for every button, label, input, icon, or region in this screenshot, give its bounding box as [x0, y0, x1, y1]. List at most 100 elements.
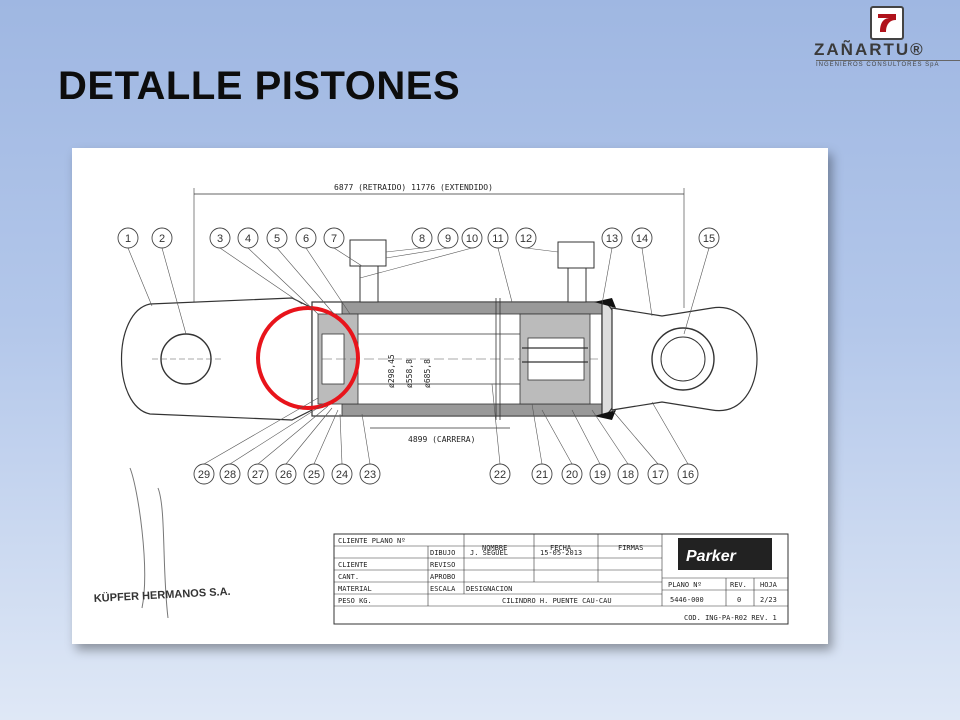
- tb-cliente-plano: CLIENTE PLANO Nº: [338, 537, 405, 545]
- tb-header-nombre: NOMBRE: [482, 544, 507, 552]
- tb-header-fecha: FECHA: [550, 544, 572, 552]
- balloon-circle: [237, 227, 259, 249]
- balloon-leader: [313, 409, 339, 465]
- balloon-circle: [487, 227, 509, 249]
- balloon-label: 5: [274, 233, 280, 245]
- tb-header-firmas: FIRMAS: [618, 544, 643, 552]
- balloon-leader: [497, 247, 513, 303]
- balloon-label: 29: [198, 469, 210, 481]
- balloon-leader: [257, 405, 329, 465]
- balloon-circle: [323, 227, 345, 249]
- balloon-circle: [698, 227, 720, 249]
- balloon-leader: [276, 247, 335, 315]
- balloon-circle: [437, 227, 459, 249]
- balloon-circle: [151, 227, 173, 249]
- balloon-circle: [489, 463, 511, 485]
- balloon-circle: [359, 463, 381, 485]
- balloon-label: 13: [606, 233, 618, 245]
- balloon-label: 28: [224, 469, 236, 481]
- balloon-label: 11: [492, 233, 503, 245]
- balloon-leader: [127, 247, 153, 307]
- tb-designacion-label: DESIGNACION: [466, 585, 512, 593]
- balloon-leader: [247, 247, 319, 315]
- highlight-circle: [256, 306, 360, 410]
- balloon-circle: [515, 227, 537, 249]
- balloon-circle: [295, 227, 317, 249]
- balloon-label: 3: [217, 233, 223, 245]
- balloon-label: 16: [682, 469, 694, 481]
- balloon-label: 23: [364, 469, 376, 481]
- tb-cod: COD. ING-PA-R02 REV. 1: [684, 614, 777, 622]
- balloon-circle: [331, 463, 353, 485]
- tb-hoja-label: HOJA: [760, 581, 778, 589]
- balloon-leader: [359, 247, 473, 279]
- balloon-leader: [385, 247, 423, 253]
- balloon-label: 2: [159, 233, 165, 245]
- logo-tagline: INGENIEROS CONSULTORES SpA: [816, 60, 960, 68]
- tb-dibujo-fecha: 15-05-2013: [540, 549, 582, 557]
- diameter-label-1: ø298,45: [387, 354, 396, 388]
- balloon-circle: [266, 227, 288, 249]
- signature-text: KÜPFER HERMANOS S.A.: [93, 585, 230, 605]
- balloon-leader: [591, 409, 629, 465]
- balloon-circle: [303, 463, 325, 485]
- tb-material-label: MATERIAL: [338, 585, 372, 593]
- balloon-circle: [561, 463, 583, 485]
- balloon-label: 18: [622, 469, 634, 481]
- balloon-leader: [203, 397, 319, 465]
- balloon-leader: [491, 383, 501, 465]
- balloon-circle: [531, 463, 553, 485]
- tb-aprobo-label: APROBO: [430, 573, 455, 581]
- balloon-leader: [385, 247, 449, 259]
- balloon-label: 12: [520, 233, 532, 245]
- balloon-leader: [525, 247, 559, 253]
- balloon-circle: [275, 463, 297, 485]
- company-logo: ZAÑARTU® INGENIEROS CONSULTORES SpA: [812, 4, 960, 70]
- balloon-leader: [641, 247, 653, 317]
- balloon-circle: [589, 463, 611, 485]
- balloon-label: 15: [703, 233, 715, 245]
- logo-mark-icon: [870, 6, 904, 40]
- balloon-circle: [209, 227, 231, 249]
- tb-cliente-label: CLIENTE: [338, 561, 368, 569]
- balloon-leader: [285, 407, 333, 465]
- balloon-circle: [193, 463, 215, 485]
- balloon-label: 17: [652, 469, 664, 481]
- balloon-leader: [161, 247, 187, 335]
- balloon-label: 24: [336, 469, 348, 481]
- balloon-label: 6: [303, 233, 309, 245]
- slide-title: DETALLE PISTONES: [58, 64, 461, 108]
- diameter-label-2: ø558,8: [405, 359, 414, 388]
- tb-dibujo-label: DIBUJO: [430, 549, 455, 557]
- balloon-leader: [541, 409, 573, 465]
- balloon-leader: [361, 413, 371, 465]
- balloon-label: 27: [252, 469, 264, 481]
- balloon-leader: [531, 403, 543, 465]
- balloon-circle: [247, 463, 269, 485]
- balloon-leader: [305, 247, 351, 315]
- balloon-label: 4: [245, 233, 251, 245]
- tb-cant-label: CANT.: [338, 573, 359, 581]
- balloon-label: 20: [566, 469, 578, 481]
- balloon-circle: [677, 463, 699, 485]
- tb-plano-label: PLANO Nº: [668, 581, 702, 589]
- balloon-label: 19: [594, 469, 606, 481]
- balloon-label: 22: [494, 469, 506, 481]
- balloon-label: 21: [536, 469, 548, 481]
- tb-designacion: CILINDRO H. PUENTE CAU-CAU: [502, 597, 612, 605]
- balloon-leader: [219, 247, 303, 305]
- balloon-label: 8: [419, 233, 425, 245]
- balloon-label: 10: [466, 233, 478, 245]
- overall-dimension: 6877 (RETRAIDO) 11776 (EXTENDIDO): [334, 183, 493, 192]
- tb-rev-label: REV.: [730, 581, 747, 589]
- balloon-leader: [683, 247, 710, 335]
- balloon-circle: [461, 227, 483, 249]
- balloon-circle: [117, 227, 139, 249]
- tb-dibujo-nombre: J. SEGUEL: [470, 549, 508, 557]
- balloon-circle: [617, 463, 639, 485]
- balloon-circle: [631, 227, 653, 249]
- tb-peso-label: PESO KG.: [338, 597, 372, 605]
- tb-hoja: 2/23: [760, 596, 777, 604]
- balloon-label: 14: [636, 233, 648, 245]
